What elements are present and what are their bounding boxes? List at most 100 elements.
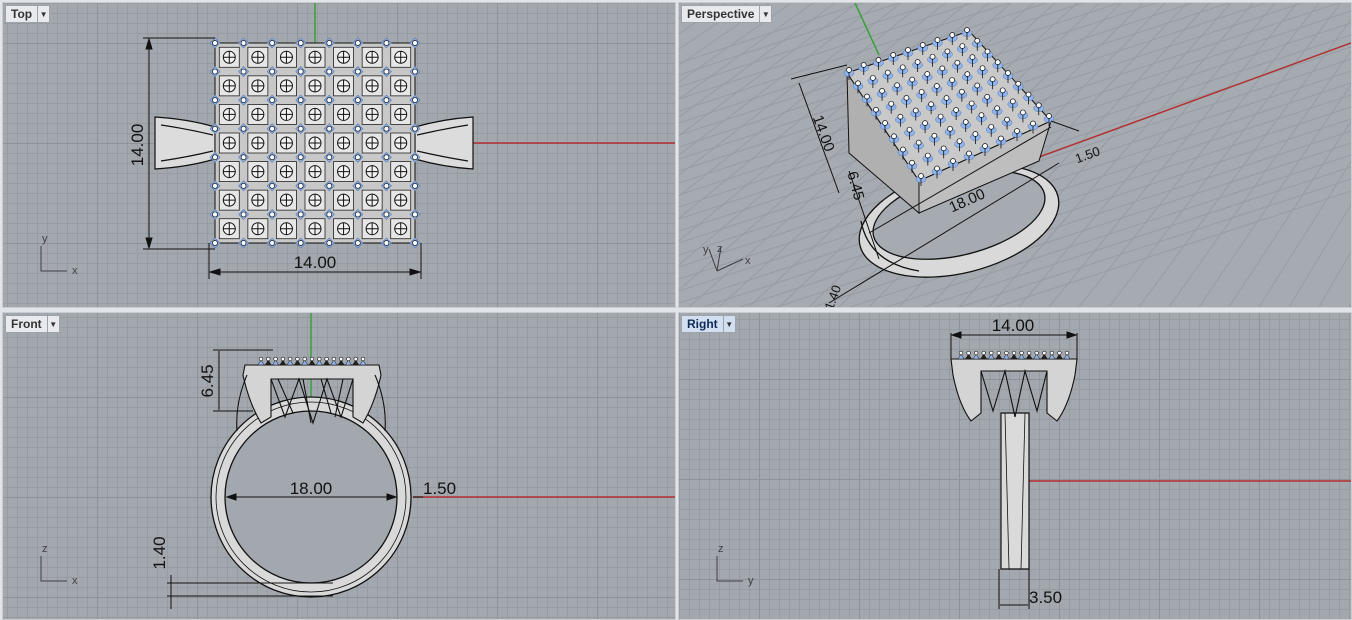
- prong: [932, 37, 943, 50]
- dropdown-arrow-icon[interactable]: ▼: [722, 316, 735, 332]
- prong: [264, 356, 272, 366]
- gem-setting: [276, 104, 297, 125]
- prong: [1001, 116, 1013, 130]
- prong: [272, 356, 280, 366]
- prong: [1025, 350, 1033, 360]
- dimension-width-text: 18.00: [290, 479, 333, 498]
- gem-setting: [304, 218, 326, 240]
- prong: [1007, 98, 1019, 112]
- prong: [910, 107, 921, 121]
- viewport-perspective[interactable]: Perspective ▼ 14.00 6.45 18.0: [678, 2, 1352, 308]
- prong: [238, 37, 249, 49]
- dimension-depth-text: 6.45: [843, 170, 867, 203]
- axis-label-v: z: [42, 543, 48, 555]
- prong: [895, 113, 906, 127]
- prong: [352, 209, 364, 220]
- prong: [293, 356, 301, 366]
- gem-row: [257, 356, 367, 366]
- x-axis-line: [978, 42, 1351, 180]
- prong: [352, 94, 364, 106]
- prong: [295, 94, 307, 106]
- prong: [902, 47, 914, 60]
- prong: [323, 356, 331, 366]
- prong: [870, 106, 882, 120]
- viewport-right[interactable]: Right ▼ 14.00 3.50 z y: [678, 312, 1352, 620]
- prong: [885, 100, 897, 114]
- dimension-width-text: 14.00: [294, 253, 337, 272]
- viewport-tab-top[interactable]: Top ▼: [5, 5, 51, 23]
- prong: [937, 65, 948, 79]
- viewport-title: Right: [687, 317, 718, 331]
- gem-setting: [276, 161, 297, 182]
- gem-grid: [843, 27, 1055, 186]
- prong: [858, 62, 869, 75]
- prong: [913, 139, 924, 153]
- prong: [1023, 91, 1034, 105]
- gem-setting: [390, 104, 412, 125]
- gem-setting: [304, 104, 326, 125]
- prong: [209, 237, 221, 249]
- prong: [906, 76, 918, 90]
- prong: [409, 237, 421, 249]
- prong: [904, 126, 915, 140]
- prong: [323, 151, 335, 163]
- prong: [931, 83, 943, 96]
- prong: [944, 126, 956, 139]
- prong: [1002, 70, 1014, 83]
- prong: [1055, 350, 1063, 360]
- gem-setting: [247, 46, 269, 68]
- viewport-tab-perspective[interactable]: Perspective ▼: [681, 5, 773, 23]
- dropdown-arrow-icon[interactable]: ▼: [759, 6, 771, 22]
- prong: [919, 120, 931, 134]
- prong: [963, 150, 975, 164]
- gem-setting: [390, 132, 412, 154]
- prong: [323, 37, 335, 49]
- dropdown-arrow-icon[interactable]: ▼: [37, 6, 49, 22]
- prong: [257, 356, 265, 366]
- prong: [352, 180, 364, 192]
- axis-gizmo: [40, 246, 67, 272]
- prong: [901, 95, 912, 108]
- prong: [961, 27, 973, 40]
- viewport-title: Top: [11, 7, 33, 21]
- dropdown-arrow-icon[interactable]: ▼: [46, 316, 59, 332]
- gem-grid: [209, 37, 421, 249]
- axis-label-z: z: [717, 243, 723, 255]
- prong: [995, 135, 1007, 149]
- gem-setting: [390, 161, 412, 182]
- gem-setting: [390, 189, 412, 211]
- axis-gizmo: [708, 246, 744, 272]
- gem-setting: [247, 75, 269, 97]
- prong: [985, 123, 997, 137]
- prong: [891, 82, 903, 96]
- prong: [409, 151, 421, 163]
- gem-setting: [333, 75, 354, 97]
- gem-setting: [247, 132, 269, 154]
- prong: [295, 237, 307, 249]
- viewport-tab-front[interactable]: Front ▼: [5, 315, 60, 333]
- prong: [977, 65, 988, 79]
- prong: [922, 71, 933, 84]
- prong: [266, 151, 278, 163]
- viewport-front[interactable]: Front ▼ 6.45: [2, 312, 676, 620]
- prong: [972, 350, 980, 360]
- prong: [209, 37, 221, 49]
- gem-setting: [218, 218, 240, 240]
- prong: [912, 59, 923, 72]
- y-axis-line: [854, 3, 880, 56]
- prong: [947, 32, 958, 45]
- prong: [976, 112, 987, 126]
- prong: [897, 64, 908, 78]
- prong: [935, 113, 946, 127]
- prong: [409, 180, 421, 192]
- viewport-top[interactable]: Top ▼ 14.00: [2, 2, 676, 308]
- gem-setting: [247, 161, 269, 182]
- viewport-tab-right[interactable]: Right ▼: [681, 315, 736, 333]
- prong: [938, 145, 949, 159]
- gem-row: [957, 350, 1071, 360]
- dimension-height: [143, 37, 215, 250]
- prong: [381, 237, 392, 249]
- gem-setting: [361, 218, 383, 240]
- prong: [980, 350, 988, 360]
- dimension-height-text: 6.45: [198, 364, 217, 397]
